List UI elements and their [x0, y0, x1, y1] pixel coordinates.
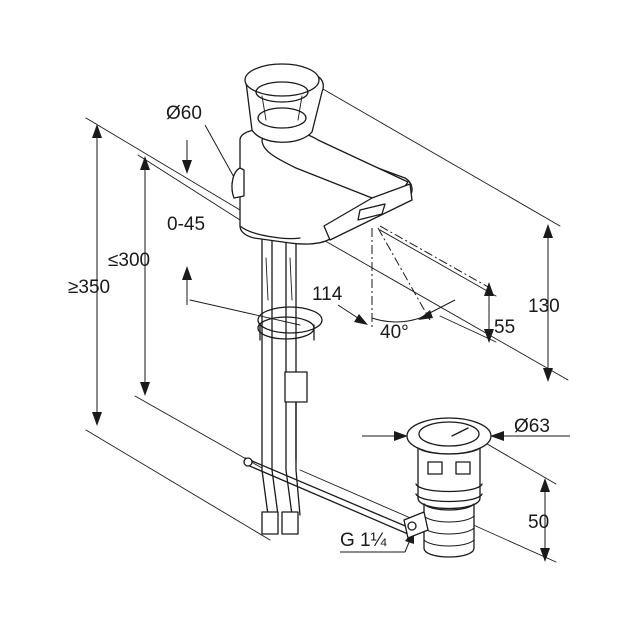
dimension-lever-range	[182, 140, 192, 305]
label-waste-diameter: Ø63	[514, 416, 550, 437]
label-total-height: ≥350	[68, 277, 110, 298]
label-spout-diameter: Ø60	[166, 103, 202, 124]
dimension-spout-height	[543, 224, 553, 382]
spray-angle	[371, 225, 491, 330]
dimension-labels: Ø60 0-45 ≤300 ≥350 114 40° 55 130 Ø63 50…	[68, 103, 560, 551]
mounting-clamp	[257, 306, 323, 341]
dimension-projection	[337, 304, 368, 325]
dimension-hose-length	[140, 156, 150, 396]
label-hose-length: ≤300	[108, 250, 150, 271]
label-projection: 114	[312, 284, 343, 305]
pop-up-rod	[243, 457, 411, 535]
label-spout-height: 130	[528, 296, 560, 317]
extension-lines	[85, 69, 569, 563]
dimension-waste-height	[540, 478, 550, 562]
waste-assembly	[403, 417, 492, 558]
label-lever-range: 0-45	[167, 214, 205, 235]
label-angle: 40°	[380, 322, 409, 343]
label-waste-height: 50	[528, 512, 549, 533]
dimension-total-height	[92, 124, 102, 426]
label-outlet-height: 55	[494, 317, 515, 338]
supply-hoses	[261, 239, 308, 535]
label-thread: G 1¼	[340, 530, 388, 551]
faucet-body	[231, 63, 413, 245]
dimension-waste-diameter	[362, 431, 570, 441]
dimension-outlet-height	[484, 282, 494, 343]
